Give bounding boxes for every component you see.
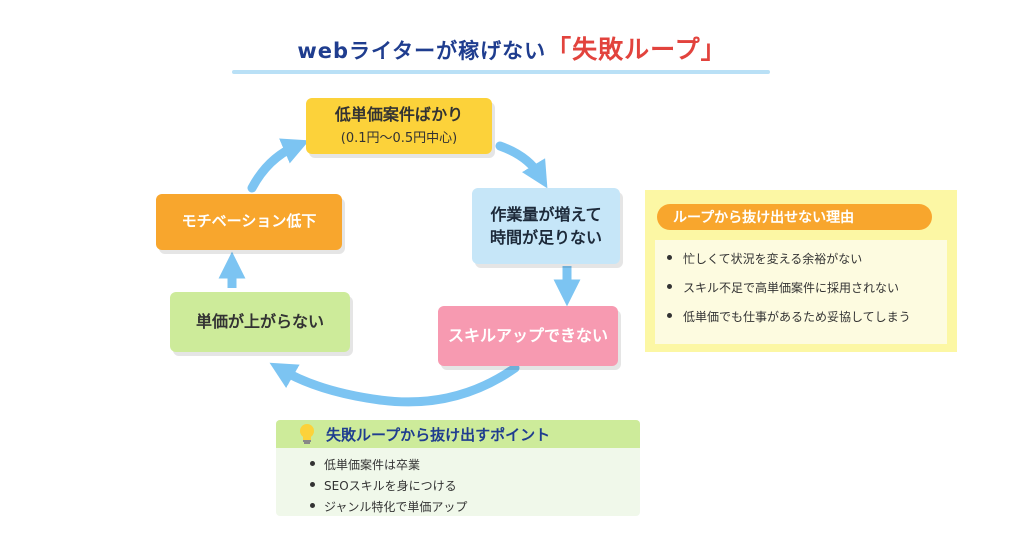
tips-panel: 失敗ループから抜け出すポイント 低単価案件は卒業 SEOスキルを身につける ジャ… — [276, 420, 640, 516]
tips-list: 低単価案件は卒業 SEOスキルを身につける ジャンル特化で単価アップ — [309, 456, 468, 519]
arrow-noskill-to-price — [269, 362, 520, 407]
step-motivation: モチベーション低下 — [156, 194, 342, 250]
step-motivation-label: モチベーション低下 — [181, 212, 317, 231]
page-title: webライターが稼げない「失敗ループ」 — [297, 35, 726, 64]
reason-item: 低単価でも仕事があるため妥協してしまう — [667, 308, 947, 325]
step-low-rate-label: 低単価案件ばかり — [334, 105, 464, 125]
step-low-rate-sub: (0.1円〜0.5円中心) — [340, 130, 458, 146]
arrow-motivation-to-lowrate — [247, 138, 310, 193]
reasons-panel: ループから抜け出せない理由 忙しくて状況を変える余裕がない スキル不足で高単価案… — [645, 190, 957, 352]
step-low-rate: 低単価案件ばかり (0.1円〜0.5円中心) — [306, 98, 492, 154]
title-underline — [232, 70, 770, 74]
step-no-skill: スキルアップできない — [438, 306, 618, 366]
step-time: 作業量が増えて 時間が足りない — [472, 188, 620, 264]
step-price: 単価が上がらない — [170, 292, 350, 352]
step-price-label: 単価が上がらない — [195, 312, 324, 332]
page-title-block: webライターが稼げない「失敗ループ」 — [0, 30, 1024, 66]
tip-item: 低単価案件は卒業 — [309, 456, 467, 473]
title-accent: 「失敗ループ」 — [546, 35, 727, 64]
tips-title: 失敗ループから抜け出すポイント — [326, 425, 551, 444]
step-time-line1: 作業量が増えて — [490, 204, 602, 224]
reason-item: 忙しくて状況を変える余裕がない — [667, 250, 947, 267]
lightbulb-icon — [300, 424, 314, 444]
arrow-lowrate-to-time — [495, 141, 548, 189]
title-text: webライターが稼げない — [297, 39, 547, 63]
tips-header: 失敗ループから抜け出すポイント — [276, 420, 640, 448]
tip-item: ジャンル特化で単価アップ — [309, 500, 468, 514]
reasons-title: ループから抜け出せない理由 — [657, 204, 932, 230]
reasons-list: 忙しくて状況を変える余裕がない スキル不足で高単価案件に採用されない 低単価でも… — [655, 240, 947, 344]
step-no-skill-label: スキルアップできない — [447, 326, 608, 346]
step-time-line2: 時間が足りない — [489, 228, 602, 247]
reason-item: スキル不足で高単価案件に採用されない — [667, 279, 947, 296]
tip-item: SEOスキルを身につける — [309, 477, 467, 494]
